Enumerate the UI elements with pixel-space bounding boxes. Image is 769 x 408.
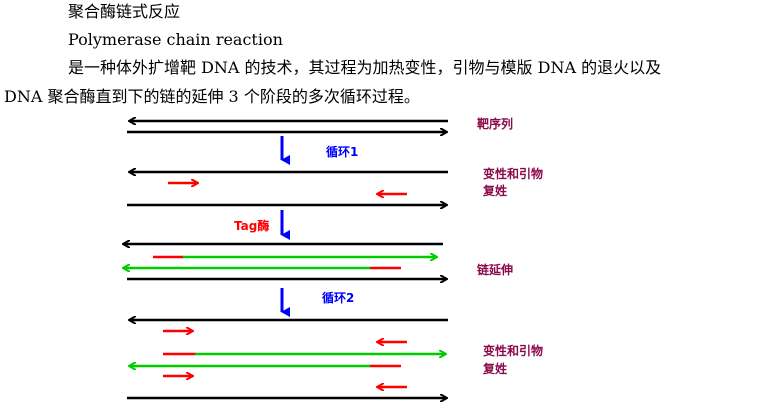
label-denature1: 变性和引物	[483, 166, 543, 181]
paragraph-line-2: DNA 聚合酶直到下的链的延伸 3 个阶段的多次循环过程。	[4, 87, 420, 106]
label-cycle1: 循环1	[326, 144, 358, 159]
label-denature2-b: 复姓	[482, 361, 507, 376]
label-denature2: 变性和引物	[483, 343, 543, 358]
label-extension: 链延伸	[477, 262, 513, 277]
label-denature1-b: 复姓	[482, 183, 507, 198]
title-chinese: 聚合酶链式反应	[68, 2, 181, 21]
label-target: 靶序列	[477, 116, 513, 131]
title-english: Polymerase chain reaction	[68, 30, 283, 49]
paragraph-line-1: 是一种体外扩增靶 DNA 的技术，其过程为加热变性，引物与模版 DNA 的退火以…	[68, 58, 662, 77]
label-taq: Tag酶	[234, 218, 269, 233]
label-cycle2: 循环2	[322, 290, 354, 305]
